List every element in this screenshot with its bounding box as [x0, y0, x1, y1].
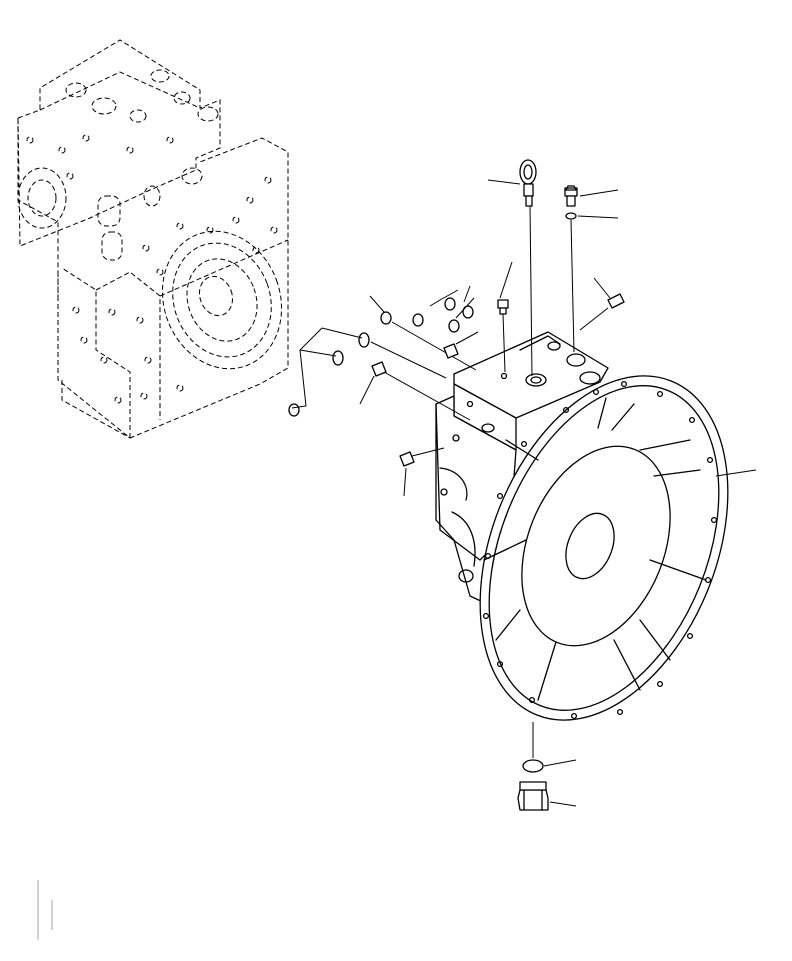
drain-plug-bottom [517, 781, 549, 811]
o-ring-group-mid [380, 297, 477, 371]
callout-leaders [291, 179, 757, 807]
reference-pump-assembly [17, 39, 289, 439]
o-ring-top-right [565, 212, 577, 220]
o-ring-bottom [522, 722, 544, 773]
eye-bolt [519, 159, 537, 377]
plug-left-2 [371, 361, 471, 421]
plug-left-1 [443, 343, 459, 359]
flywheel-housing-flange [479, 375, 729, 721]
plug-right [579, 293, 625, 331]
scan-artifacts [37, 880, 53, 940]
main-pump-housing [435, 331, 609, 611]
o-ring-group-left [288, 332, 447, 417]
plug-side [399, 447, 445, 467]
fitting-top-right [564, 185, 578, 207]
plug-small-top [497, 299, 509, 373]
